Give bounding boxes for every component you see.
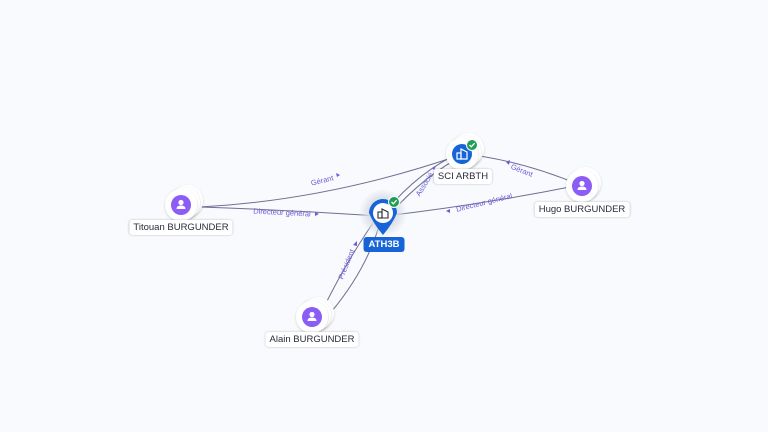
person-icon — [577, 180, 587, 190]
node-label-hugo[interactable]: Hugo BURGUNDER — [534, 202, 630, 217]
node-alain[interactable] — [296, 297, 334, 333]
person-icon — [176, 199, 186, 209]
node-label-titouan[interactable]: Titouan BURGUNDER — [129, 220, 233, 235]
node-hugo[interactable] — [566, 167, 601, 202]
arrow-icon — [353, 241, 357, 246]
arrow-icon — [506, 160, 510, 165]
node-ath3b[interactable] — [359, 189, 407, 237]
edge-label-associe: Associé — [414, 171, 436, 198]
node-label-alain[interactable]: Alain BURGUNDER — [265, 332, 359, 347]
arrow-icon — [446, 209, 450, 213]
node-label-sci-arbth[interactable]: SCI ARBTH — [433, 169, 493, 184]
edge-titouan-sci[interactable] — [199, 154, 461, 208]
buildings-icon — [377, 208, 389, 219]
arrow-icon — [315, 212, 319, 216]
node-label-ath3b[interactable]: ATH3B — [363, 237, 405, 252]
buildings-icon — [456, 148, 468, 160]
person-icon — [307, 311, 317, 321]
edge-label-dg-hugo: Directeur général — [455, 191, 513, 214]
edge-label-dg-titouan: Directeur général — [253, 207, 311, 219]
node-sci-arbth[interactable] — [446, 133, 484, 170]
edge-titouan-ath3b[interactable] — [199, 206, 381, 217]
arrow-icon — [336, 173, 340, 177]
edge-label-gerant-titouan: Gérant — [310, 173, 335, 188]
verified-icon — [466, 139, 478, 151]
verified-icon — [388, 196, 400, 208]
node-titouan[interactable] — [165, 185, 203, 221]
arrow-icon — [432, 166, 436, 170]
edge-hugo-ath3b[interactable] — [384, 184, 581, 217]
edge-label-president: Président — [336, 247, 357, 281]
